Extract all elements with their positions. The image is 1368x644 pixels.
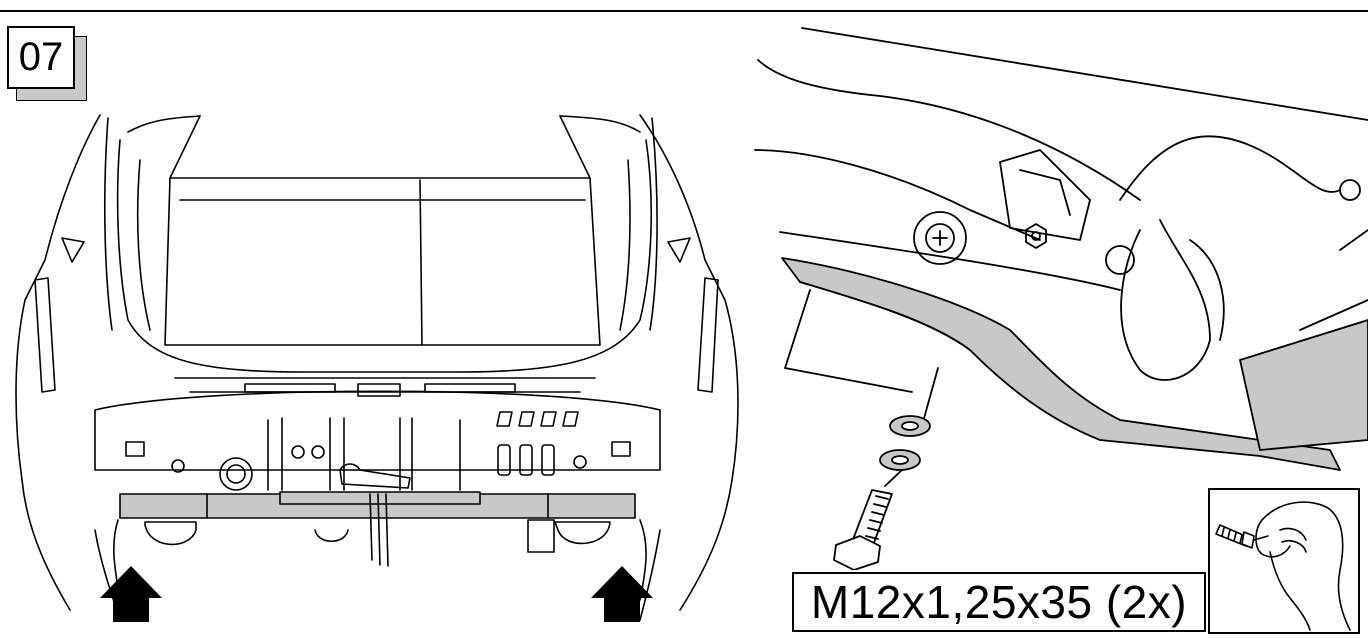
top-rule <box>0 10 1368 12</box>
underside-detail-view <box>754 27 1368 570</box>
lift-arrow-icon <box>100 566 653 622</box>
hand-tighten-icon <box>1215 501 1351 631</box>
vehicle-rear-view <box>15 114 739 622</box>
step-number: 07 <box>7 26 75 89</box>
fastener-spec-label: M12x1,25x35 (2x) <box>792 572 1206 632</box>
washer-icon <box>879 415 931 471</box>
bolt-icon <box>833 489 893 570</box>
hand-tighten-inset <box>1208 488 1360 634</box>
